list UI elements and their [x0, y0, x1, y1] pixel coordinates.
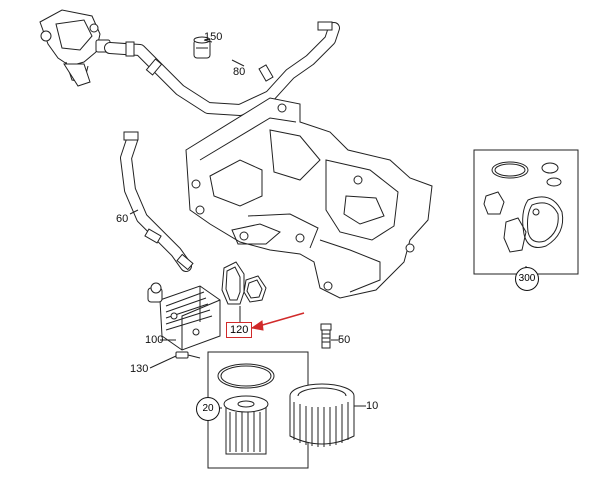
callout-10: 10	[366, 400, 379, 412]
callout-100: 100	[145, 334, 164, 346]
part-50-drain-plug	[320, 323, 340, 349]
thermostat-housing	[39, 9, 111, 87]
highlight-arrow	[250, 312, 305, 331]
callout-20: 20	[196, 397, 220, 421]
part-100-oil-cooler	[147, 282, 221, 351]
callout-50: 50	[338, 334, 351, 346]
part-120-gaskets	[221, 261, 267, 322]
leader-lines	[129, 39, 245, 341]
callout-150: 150	[204, 31, 223, 43]
part-80-hose	[104, 21, 340, 116]
part-150-plug	[193, 36, 211, 59]
part-300-gasket-kit	[473, 149, 579, 275]
callout-60: 60	[116, 213, 129, 225]
callout-120-highlighted: 120	[226, 322, 253, 338]
callout-130: 130	[130, 363, 149, 375]
callout-80: 80	[233, 66, 246, 78]
callout-300: 300	[515, 267, 539, 291]
part-130-bolt	[149, 351, 201, 369]
part-60-hose	[120, 131, 194, 272]
part-20-filter-element	[207, 351, 309, 469]
part-10-filter-cap	[289, 383, 366, 447]
oil-pan-housing	[185, 97, 433, 299]
